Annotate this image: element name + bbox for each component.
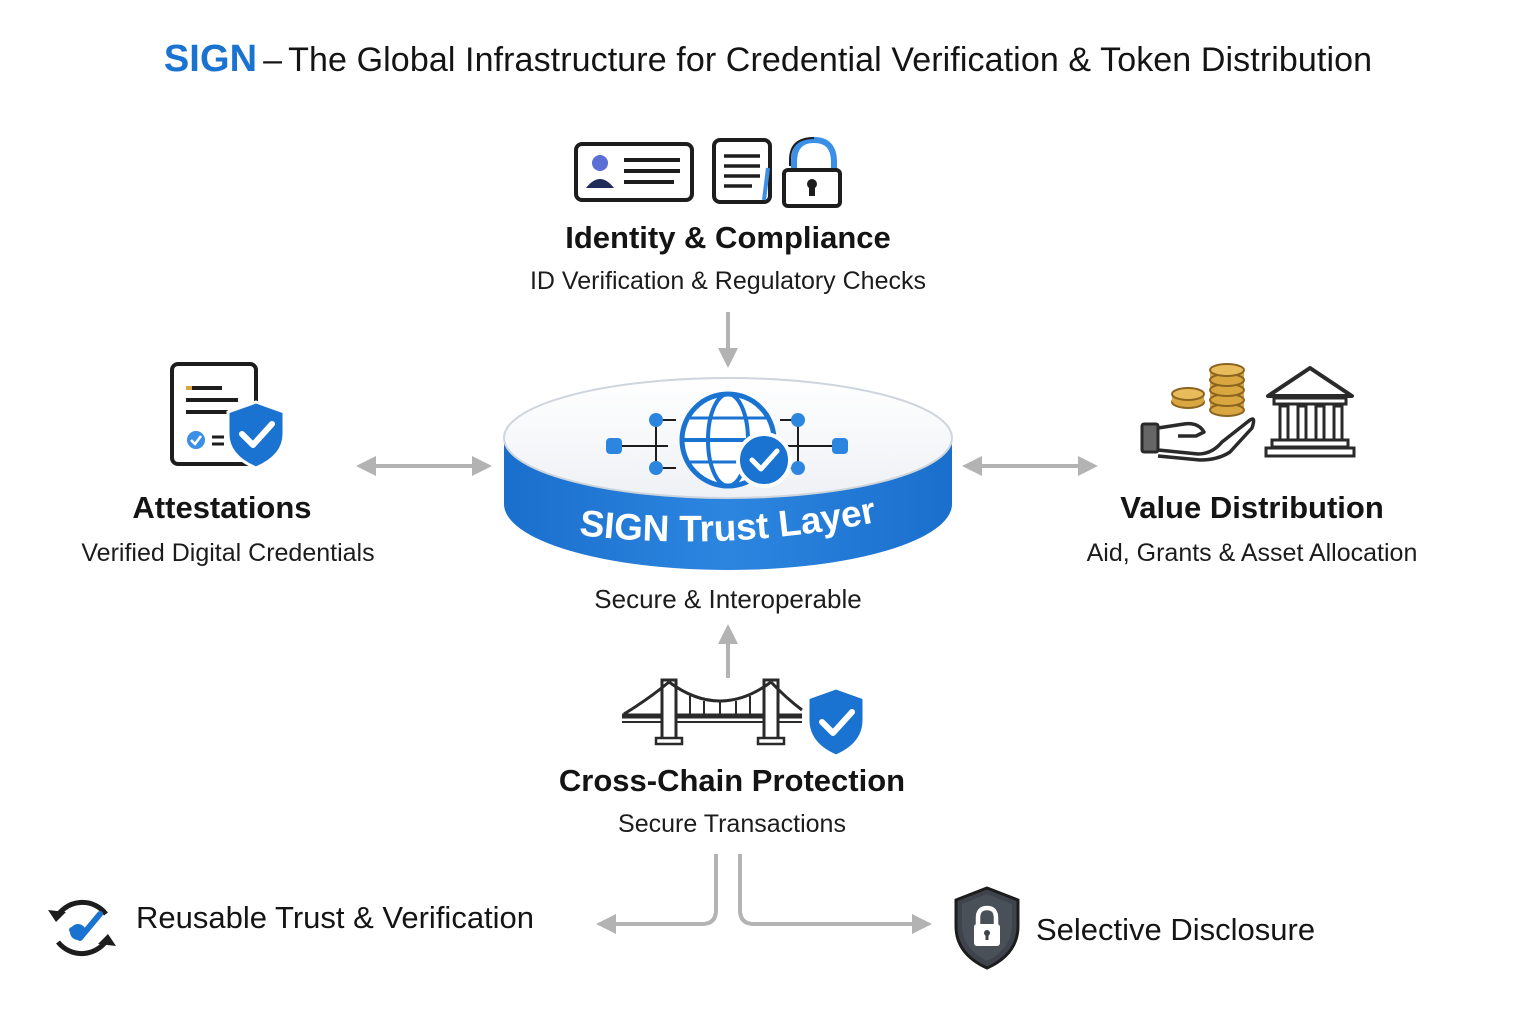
shield-check-icon	[806, 686, 866, 758]
padlock-icon	[782, 136, 842, 208]
crosschain-subtitle: Secure Transactions	[618, 810, 846, 838]
refresh-check-icon	[48, 899, 116, 957]
page-title: SIGN–The Global Infrastructure for Crede…	[0, 38, 1536, 81]
crosschain-icons	[622, 678, 866, 758]
brand-name: SIGN	[163, 38, 258, 80]
identity-title: Identity & Compliance	[565, 220, 891, 255]
attestations-subtitle: Verified Digital Credentials	[81, 539, 375, 567]
check-badge-icon	[736, 432, 792, 488]
id-card-icon	[574, 142, 694, 202]
crosschain-title: Cross-Chain Protection	[558, 763, 906, 798]
shield-lock-icon	[954, 886, 1020, 970]
value-icons	[1140, 363, 1356, 462]
arrow-to-selective	[738, 854, 932, 934]
value-subtitle: Aid, Grants & Asset Allocation	[1086, 539, 1418, 567]
value-title: Value Distribution	[1120, 490, 1384, 525]
title-text: The Global Infrastructure for Credential…	[288, 41, 1373, 79]
hand-coins-icon	[1140, 363, 1256, 462]
reusable-trust-label: Reusable Trust & Verification	[136, 900, 535, 935]
shield-check-icon	[226, 400, 286, 470]
attestations-title: Attestations	[132, 490, 312, 525]
selective-disclosure-label: Selective Disclosure	[1036, 912, 1316, 947]
identity-icons	[574, 136, 842, 208]
bridge-icon	[622, 678, 803, 746]
title-separator: –	[263, 41, 283, 79]
trust-layer-caption: Secure & Interoperable	[594, 584, 862, 614]
identity-subtitle: ID Verification & Regulatory Checks	[529, 267, 926, 295]
trust-layer-disc: SIGN Trust Layer	[503, 377, 953, 570]
document-icon	[712, 138, 772, 204]
bank-building-icon	[1264, 366, 1356, 458]
attestations-icons	[170, 362, 286, 470]
arrow-to-reusable	[596, 854, 718, 934]
